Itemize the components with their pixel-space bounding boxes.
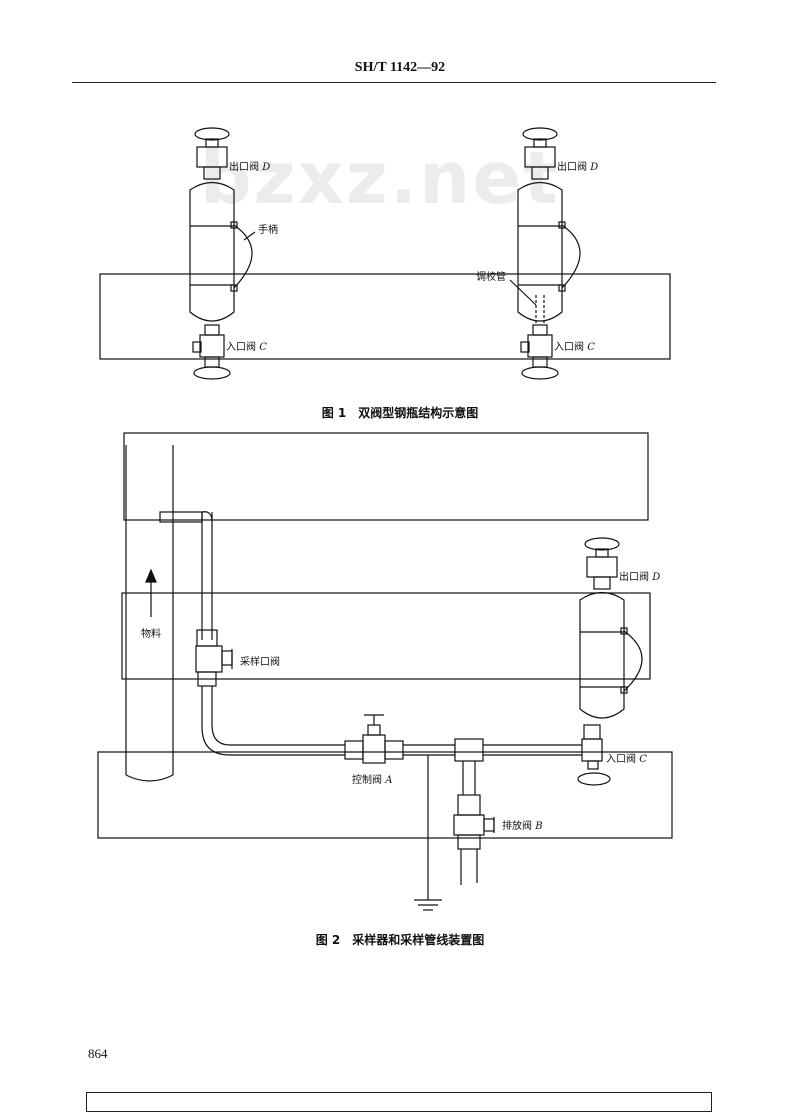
figure-2-caption: 图 2 采样器和采样管线装置图 bbox=[315, 933, 485, 947]
watermark: bzxz.net bbox=[200, 136, 560, 220]
header-rule bbox=[72, 82, 716, 83]
fig2-outlet-valve-label: 出口阀 D bbox=[619, 570, 660, 583]
fig1-left-cylinder bbox=[189, 127, 253, 380]
fig2-band-top bbox=[123, 432, 649, 521]
fig1-outlet-valve-right-label: 出口阀 D bbox=[557, 160, 598, 173]
bottom-frame bbox=[86, 1092, 712, 1112]
fig2-drain-valve-label: 排放阀 B bbox=[502, 819, 543, 832]
fig2-sample-cylinder bbox=[579, 537, 643, 719]
figure-2-diagram: 物料 采样口阀 控制阀 A 排放阀 B 出口阀 D 入口阀 C bbox=[97, 432, 673, 911]
fig1-right-cylinder bbox=[517, 127, 581, 380]
fig2-band-bottom bbox=[97, 751, 673, 839]
fig1-band bbox=[99, 273, 671, 360]
figure-1-diagram: 出口阀 D 手柄 入口阀 C 出口阀 D 调校管 入口阀 C bbox=[99, 127, 671, 380]
fig1-adjust-tube-label: 调校管 bbox=[476, 270, 506, 283]
fig2-material-label: 物料 bbox=[141, 627, 161, 640]
fig2-control-valve-label: 控制阀 A bbox=[352, 773, 392, 786]
fig2-band-middle bbox=[121, 592, 651, 680]
page-number: 864 bbox=[88, 1046, 108, 1061]
fig2-sampling-valve-label: 采样口阀 bbox=[240, 655, 280, 668]
fig1-inlet-valve-right-label: 入口阀 C bbox=[554, 340, 595, 353]
fig2-inlet-valve-label: 入口阀 C bbox=[606, 752, 647, 765]
fig1-hand-grip-label: 手柄 bbox=[258, 223, 278, 236]
document-code: SH/T 1142—92 bbox=[354, 60, 446, 75]
fig1-outlet-valve-left-label: 出口阀 D bbox=[229, 160, 270, 173]
figure-1-caption: 图 1 双阀型钢瓶结构示意图 bbox=[321, 406, 479, 420]
fig1-inlet-valve-left-label: 入口阀 C bbox=[226, 340, 267, 353]
